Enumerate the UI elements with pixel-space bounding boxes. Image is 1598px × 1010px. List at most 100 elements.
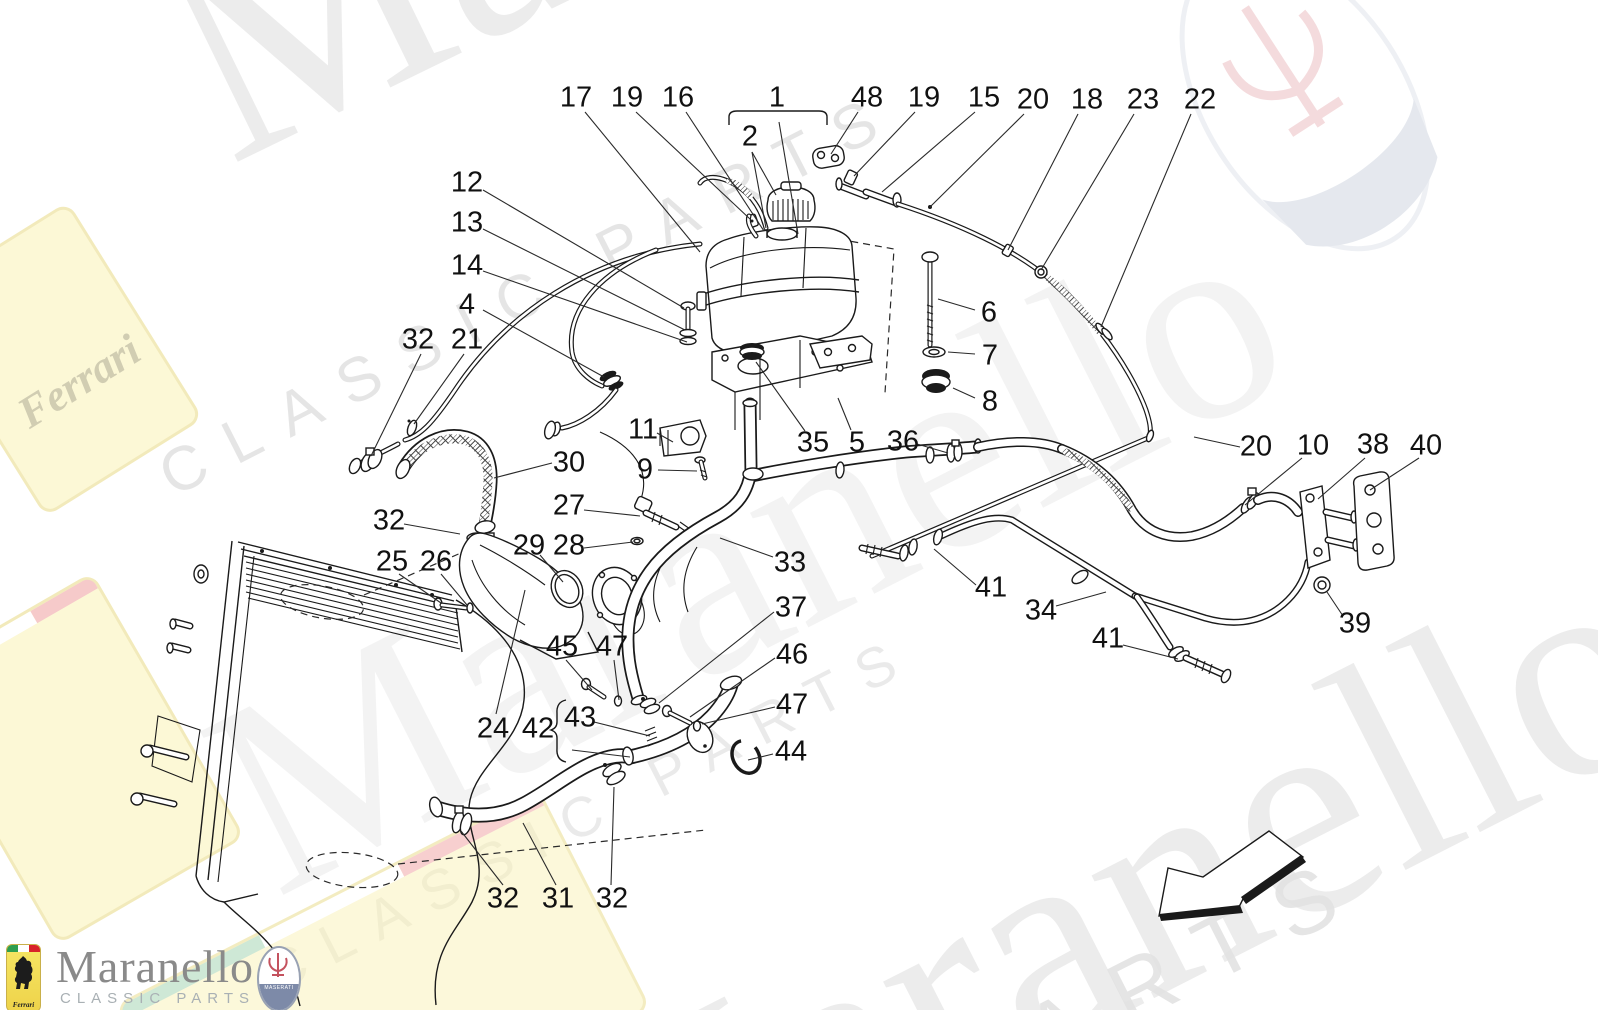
union-41a	[858, 528, 944, 562]
temp-sensor-27	[633, 495, 691, 534]
direction-arrow	[1158, 830, 1306, 921]
part-callout-13: 13	[450, 206, 484, 239]
part-callout-41: 41	[974, 571, 1008, 604]
maserati-badge-label: MASERATI	[264, 985, 294, 992]
grommet-8	[921, 369, 951, 393]
ferrari-badge-label: Ferrari	[12, 1001, 35, 1009]
grommet-35	[739, 343, 765, 360]
union-41b	[1168, 646, 1232, 684]
italian-flag-stripes	[7, 945, 40, 952]
part-callout-27: 27	[552, 489, 586, 522]
part-callout-32: 32	[401, 323, 435, 356]
expansion-tank	[659, 144, 1155, 559]
part-callout-35: 35	[796, 426, 830, 459]
bolt-6	[921, 251, 939, 348]
bolt-46	[661, 704, 702, 732]
part-callout-12: 12	[450, 166, 484, 199]
heater-pipes	[858, 437, 1395, 684]
part-callout-17: 17	[559, 81, 593, 114]
group-brace-42	[548, 699, 567, 763]
gasket-plate-40	[1352, 471, 1395, 571]
seal-ring-44	[730, 739, 762, 775]
part-callout-19: 19	[907, 81, 941, 114]
part-callout-20: 20	[1239, 430, 1273, 463]
part-callout-37: 37	[774, 591, 808, 624]
small-hoses-left	[348, 241, 703, 475]
part-callout-32: 32	[486, 882, 520, 915]
part-callout-38: 38	[1356, 428, 1390, 461]
part-callout-42: 42	[521, 712, 555, 745]
pipe-flange-38	[1299, 485, 1360, 569]
bolt-25-washer-26	[433, 597, 474, 614]
part-callout-29: 29	[512, 529, 546, 562]
part-callout-24: 24	[476, 712, 510, 745]
part-callout-25: 25	[375, 545, 409, 578]
bolt-12-washers	[679, 301, 697, 346]
part-callout-5: 5	[848, 426, 866, 459]
part-callout-28: 28	[552, 529, 586, 562]
radiator	[130, 540, 707, 1007]
prancing-horse-icon	[14, 956, 33, 989]
part-callout-8: 8	[981, 385, 999, 418]
part-callout-45: 45	[545, 630, 579, 663]
tank-bracket	[809, 335, 873, 369]
maserati-badge-band	[259, 983, 299, 1010]
trident-icon	[1222, 5, 1344, 137]
part-callout-39: 39	[1338, 607, 1372, 640]
screw-9	[694, 456, 708, 481]
group-bracket-1	[728, 110, 828, 125]
part-callout-46: 46	[775, 638, 809, 671]
part-callout-43: 43	[563, 701, 597, 734]
hose-clamp-32d	[451, 805, 473, 836]
part-callout-23: 23	[1126, 83, 1160, 116]
part-callout-15: 15	[967, 81, 1001, 114]
leader-lines	[370, 111, 1420, 886]
maserati-badge: MASERATI	[257, 946, 301, 1010]
hose-clamp-32a	[360, 447, 383, 473]
part-callout-14: 14	[450, 249, 484, 282]
maserati-watermark	[1179, 0, 1438, 252]
hose-clamp-32e	[602, 762, 626, 786]
part-callout-1: 1	[768, 81, 786, 114]
nut-39	[1313, 576, 1331, 594]
part-callout-16: 16	[661, 81, 695, 114]
part-callout-36: 36	[886, 425, 920, 458]
part-callout-32: 32	[372, 504, 406, 537]
part-callout-2: 2	[741, 120, 759, 153]
hose-clamp-37	[639, 697, 661, 715]
part-callout-30: 30	[552, 446, 586, 479]
grommet-4	[599, 370, 624, 391]
part-callout-26: 26	[419, 545, 453, 578]
logo-brand-name: Maranello	[56, 941, 255, 992]
y-hose-33	[621, 397, 983, 715]
part-callout-32: 32	[595, 882, 629, 915]
part-callout-11: 11	[627, 413, 659, 446]
part-callout-21: 21	[450, 323, 484, 356]
part-callout-34: 34	[1024, 594, 1058, 627]
part-callout-9: 9	[636, 453, 654, 486]
part-callout-18: 18	[1070, 83, 1104, 116]
lower-hose-31	[428, 746, 634, 836]
part-callout-41: 41	[1091, 622, 1125, 655]
part-callout-4: 4	[458, 288, 476, 321]
logo-tagline: CLASSIC PARTS	[60, 990, 255, 1007]
part-callout-19: 19	[610, 81, 644, 114]
maranello-logo: Ferrari Maranello CLASSIC PARTS MASERATI	[0, 938, 340, 1010]
ferrari-badge: Ferrari	[6, 944, 41, 1010]
radiator-fins	[245, 561, 461, 650]
part-callout-20: 20	[1016, 83, 1050, 116]
part-callout-7: 7	[981, 339, 999, 372]
part-callout-33: 33	[773, 546, 807, 579]
part-callout-22: 22	[1183, 83, 1217, 116]
part-callout-31: 31	[541, 882, 575, 915]
part-callout-6: 6	[980, 296, 998, 329]
part-callout-44: 44	[774, 735, 808, 768]
trident-icon	[268, 953, 288, 977]
hose-clamp-36	[946, 439, 963, 463]
part-callout-40: 40	[1409, 429, 1443, 462]
part-callout-10: 10	[1296, 429, 1330, 462]
part-callout-47: 47	[775, 688, 809, 721]
